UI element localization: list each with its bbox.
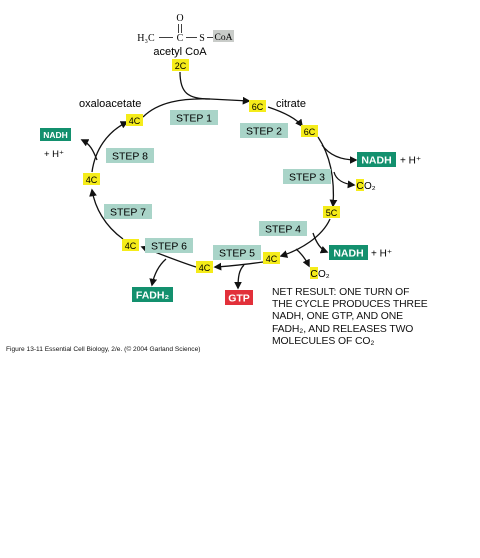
step-1-box [170, 110, 218, 125]
carbon-count-step7: 4C [86, 175, 98, 185]
acetyl-coa-label: acetyl CoA [153, 46, 207, 58]
h-plus-step8: + H⁺ [44, 149, 64, 160]
nadh-step3-box [357, 152, 396, 167]
carbon-count-step4: 4C [266, 254, 278, 264]
carbon-count-step6: 4C [125, 241, 137, 251]
arrow-nadh-step4 [312, 232, 329, 254]
arrow-nadh-step3 [321, 144, 358, 164]
arrow-step7 [89, 188, 124, 240]
net-result-line-3: NADH, ONE GTP, AND ONE [272, 311, 403, 323]
step-8-box [106, 148, 154, 163]
step-5-box [213, 245, 261, 260]
co2-step3-rest: O₂ [364, 181, 376, 192]
acetyl-coa-structure: O H₃C C S CoA [137, 13, 234, 44]
cycle-arrows [80, 71, 358, 290]
fadh2-box [132, 287, 173, 302]
arrow-step3 [317, 136, 338, 208]
nadh-step4-box [329, 245, 368, 260]
h-plus-step4: + H⁺ [371, 249, 392, 260]
citrate-label: citrate [276, 98, 306, 110]
gtp-box [225, 290, 253, 305]
step-3-box [283, 169, 331, 184]
arrow-step2 [267, 106, 303, 128]
co2-step3-carbon-box [356, 179, 364, 191]
arrow-co2-step3 [333, 171, 356, 189]
carbon-box-citrate-a [249, 100, 266, 112]
step-4-box [259, 221, 307, 236]
arrow-step8 [91, 121, 129, 173]
arrow-step4 [279, 218, 331, 258]
step-6-label: STEP 6 [151, 241, 187, 253]
acetyl-carbon-box [172, 59, 189, 71]
net-result-line-5: MOLECULES OF CO₂ [272, 335, 375, 347]
arrow-step1 [142, 98, 211, 118]
co2-step3-carbon: C [356, 181, 363, 192]
acetyl-carbonyl-carbon: C [177, 33, 184, 44]
net-result-line-1: NET RESULT: ONE TURN OF [272, 287, 410, 298]
step-1-label: STEP 1 [176, 113, 212, 125]
step-2-label: STEP 2 [246, 126, 282, 138]
step-2-box [240, 123, 288, 138]
gtp-label: GTP [228, 293, 250, 305]
nadh-step4-label: NADH [333, 248, 363, 260]
nadh-step3-label: NADH [361, 155, 391, 167]
carbon-count-step5: 4C [199, 263, 211, 273]
carbon-count-5c: 5C [326, 208, 338, 218]
carbon-box-oxaloacetate [126, 114, 143, 126]
coa-label: CoA [215, 33, 233, 43]
arrow-gtp [234, 264, 245, 290]
carbon-box-5c [323, 206, 340, 218]
figure-caption: Figure 13-11 Essential Cell Biology, 2/e… [6, 346, 201, 353]
carbon-count-oxaloacetate: 4C [129, 116, 141, 126]
step-3-label: STEP 3 [289, 172, 325, 184]
arrow-co2-step4 [295, 248, 310, 268]
carbon-count-citrate-a: 6C [252, 102, 264, 112]
coa-box [213, 30, 234, 42]
h-plus-step3: + H⁺ [400, 156, 421, 167]
carbon-count-citrate-b: 6C [304, 127, 316, 137]
carbon-box-step4 [263, 252, 280, 264]
co2-step4-rest: O₂ [318, 269, 330, 280]
acetyl-carbon-count: 2C [175, 61, 187, 71]
carbon-box-step5 [196, 261, 213, 273]
step-5-label: STEP 5 [219, 248, 255, 260]
step-6-box [145, 238, 193, 253]
nadh-step8-label: NADH [43, 130, 68, 140]
arrow-fadh2 [149, 258, 167, 287]
carbon-box-citrate-b [301, 125, 318, 137]
oxaloacetate-label: oxaloacetate [79, 98, 141, 110]
net-result-text: NET RESULT: ONE TURN OF THE CYCLE PRODUC… [272, 287, 477, 348]
co2-step4-carbon: C [310, 269, 317, 280]
net-result-line-2: THE CYCLE PRODUCES THREE [272, 299, 428, 311]
acetyl-oxygen: O [176, 13, 183, 24]
step-4-label: STEP 4 [265, 224, 301, 236]
acetyl-sulfur: S [199, 33, 205, 44]
co2-step4-carbon-box [310, 267, 318, 279]
arrow-step5 [213, 261, 264, 271]
carbon-box-step7 [83, 173, 100, 185]
step-7-label: STEP 7 [110, 207, 146, 219]
fadh2-label: FADH₂ [136, 290, 170, 302]
arrow-acetyl-entry [179, 71, 251, 105]
carbon-box-step6 [122, 239, 139, 251]
acetyl-methyl: H₃C [137, 33, 155, 44]
step-7-box [104, 204, 152, 219]
step-8-label: STEP 8 [112, 151, 148, 163]
net-result-line-4: FADH₂, AND RELEASES TWO [272, 323, 414, 335]
arrow-nadh-step8 [80, 139, 98, 161]
nadh-step8-box [40, 128, 71, 141]
